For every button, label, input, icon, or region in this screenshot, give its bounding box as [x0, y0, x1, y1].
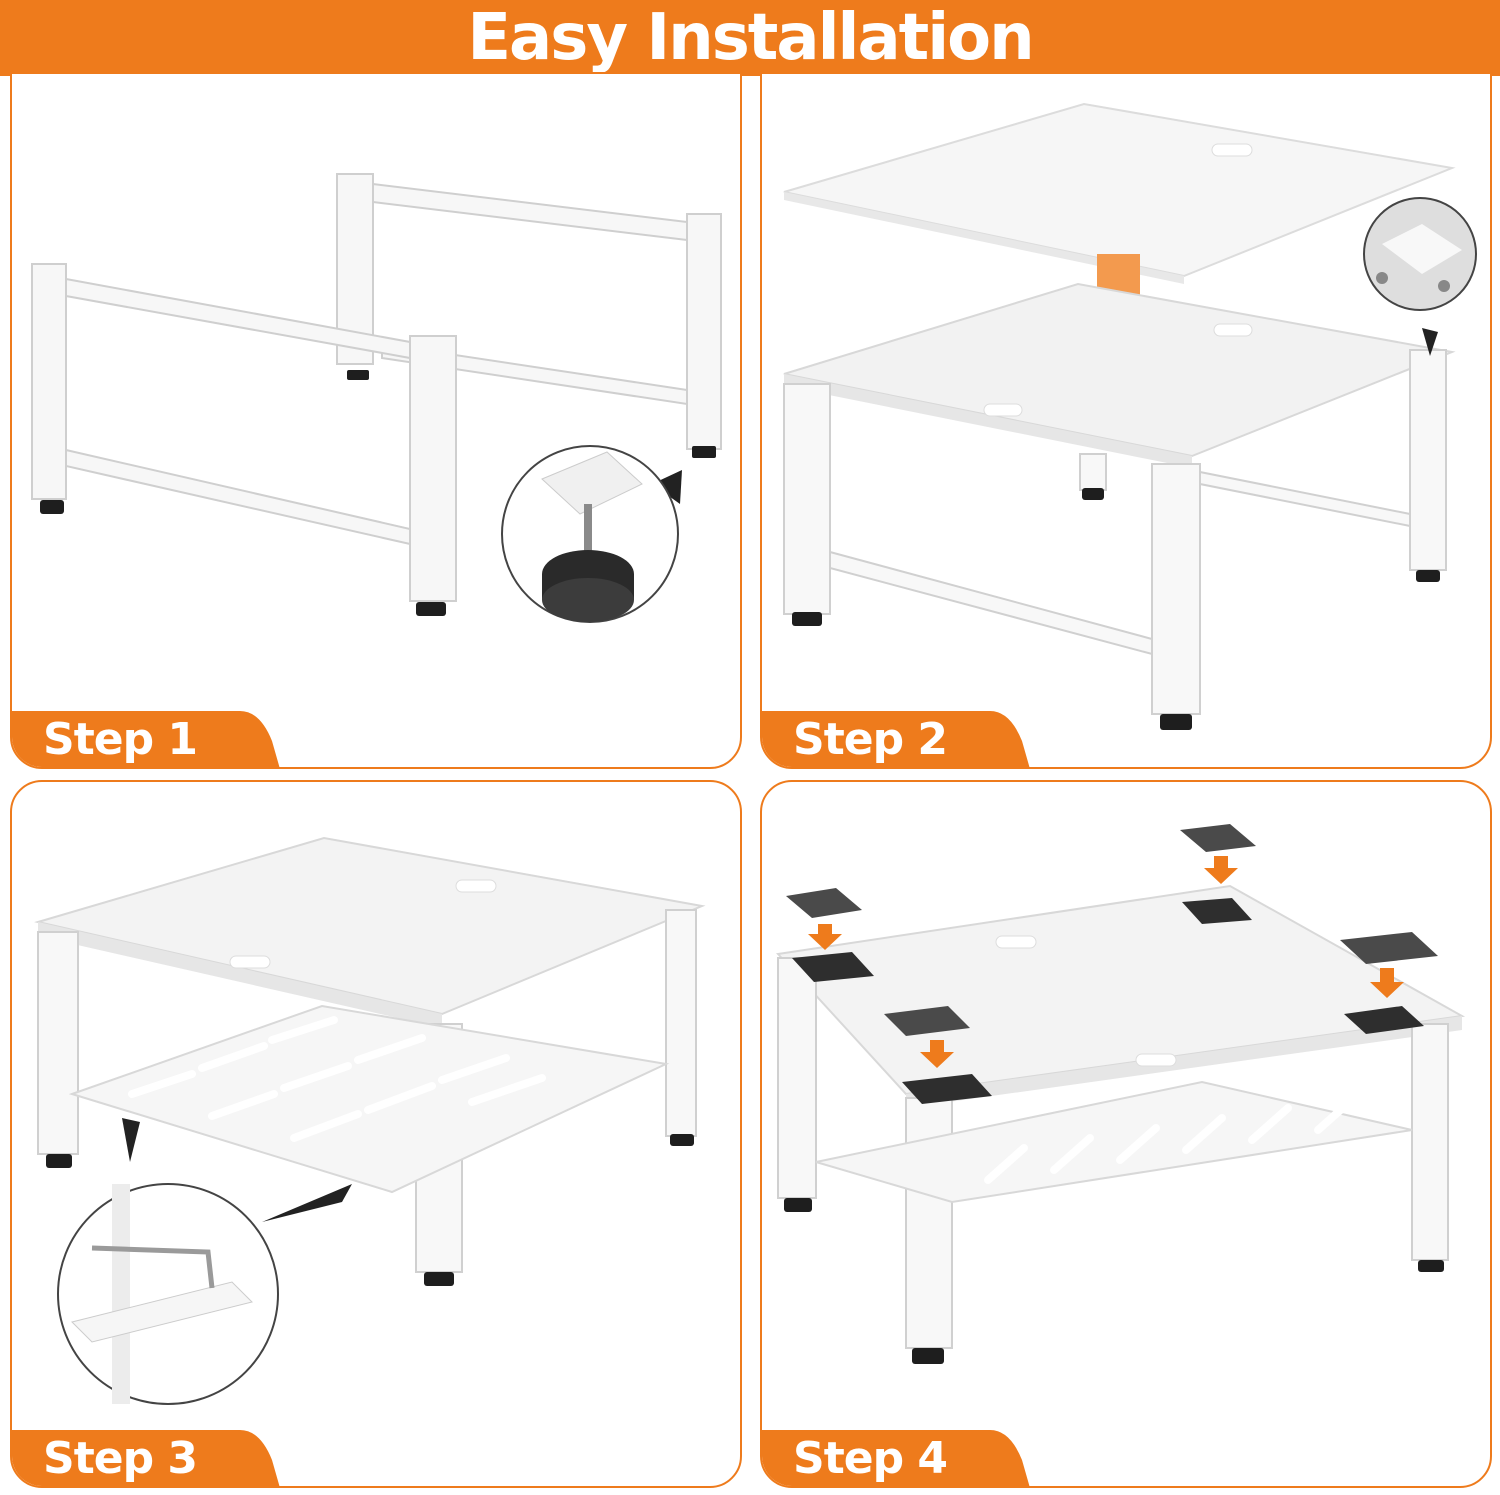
top-panel-illustration	[783, 102, 1477, 730]
step-1-tab: Step 1	[12, 711, 280, 767]
step-2-tab: Step 2	[762, 711, 1030, 767]
step-4-tab: Step 4	[762, 1430, 1030, 1486]
floating-pads	[786, 824, 1438, 1036]
step-3-tab: Step 3	[12, 1430, 280, 1486]
step-4-panel: Step 4	[760, 780, 1492, 1488]
leg-frames-illustration	[31, 173, 722, 623]
bolt-inset	[1363, 197, 1477, 356]
step-2-panel: Step 2	[760, 72, 1492, 769]
corner-pads	[792, 898, 1424, 1104]
anti-slip-pads-illustration	[775, 824, 1466, 1364]
step-4-label: Step 4	[793, 1433, 948, 1484]
adjustable-foot-inset	[501, 445, 682, 623]
placement-arrows	[808, 856, 1404, 1068]
page-title: Easy Installation	[467, 1, 1034, 75]
step-1-label: Step 1	[43, 714, 198, 765]
step-1-panel: Step 1	[10, 72, 742, 769]
header-banner: Easy Installation	[0, 0, 1500, 76]
step-3-panel: Step 3	[10, 780, 742, 1488]
hex-key-inset	[57, 1118, 352, 1405]
bottom-shelf-illustration	[34, 836, 706, 1405]
step-3-label: Step 3	[43, 1433, 198, 1484]
step-2-label: Step 2	[793, 714, 948, 765]
